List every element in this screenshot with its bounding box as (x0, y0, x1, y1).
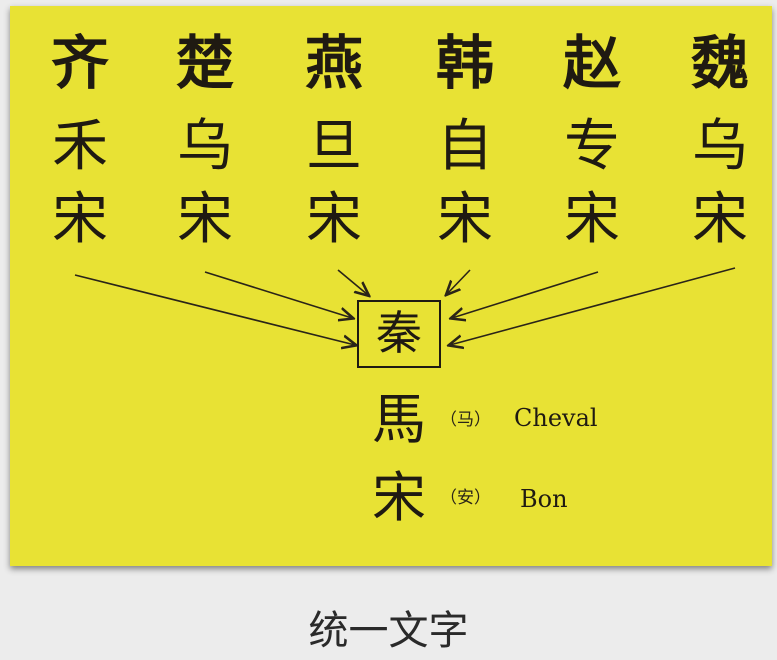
ancient-form-yan: 旦 (306, 114, 362, 179)
an-form-chu: 宋 (177, 187, 233, 252)
ancient-form-qi: 禾 (52, 114, 108, 179)
state-name-chu: 楚 (175, 29, 234, 97)
arrow-zhao (452, 271, 599, 318)
arrow-wei (450, 267, 736, 345)
an-form-han: 宋 (437, 187, 493, 252)
arrow-chu (204, 271, 352, 318)
state-name-qi: 齐 (50, 29, 109, 97)
arrow-qi (74, 274, 355, 345)
state-name-zhao: 赵 (562, 29, 621, 97)
meaning-cheval: Cheval (514, 404, 598, 432)
an-form-yan: 宋 (306, 187, 362, 252)
seal-an-glyph: 宋 (372, 466, 426, 529)
ancient-form-zhao: 专 (564, 114, 620, 179)
an-form-wei: 宋 (692, 187, 748, 252)
caption-unified-script: 统一文字 (308, 608, 469, 654)
qin-character-box: 秦 (357, 300, 441, 368)
state-name-han: 韩 (435, 29, 494, 97)
ancient-form-han: 自 (437, 114, 493, 179)
ancient-form-wei: 乌 (692, 114, 748, 179)
ancient-form-chu: 乌 (177, 114, 233, 179)
seal-horse-glyph: 馬 (372, 388, 426, 451)
arrow-yan (337, 269, 368, 295)
yellow-chart-panel (10, 6, 772, 566)
state-name-wei: 魏 (690, 29, 749, 97)
an-form-qi: 宋 (52, 187, 108, 252)
meaning-bon: Bon (520, 485, 568, 513)
modern-an-glyph: （安） (440, 488, 491, 508)
state-name-yan: 燕 (304, 29, 363, 97)
modern-horse-glyph: （马） (440, 410, 491, 430)
an-form-zhao: 宋 (564, 187, 620, 252)
arrow-han (447, 269, 471, 294)
